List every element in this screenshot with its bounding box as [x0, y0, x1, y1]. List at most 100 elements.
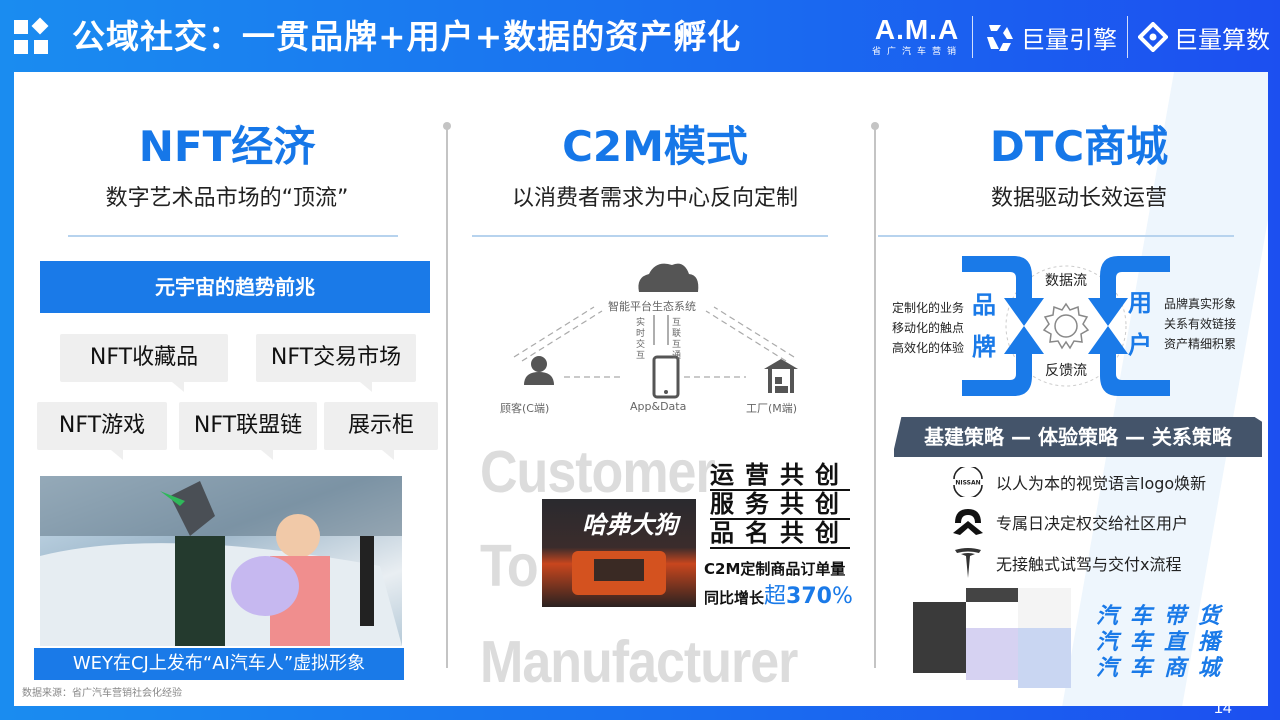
- brand-logos: A.M.A 省广汽车营销 巨量引擎 巨量算数: [872, 12, 1270, 62]
- factory-icon: [764, 359, 798, 393]
- c2m-flow-diagram: [513, 263, 798, 399]
- ocean-engine-icon: [987, 25, 1014, 51]
- cloud-icon: [638, 263, 699, 292]
- divider-dot: [443, 122, 451, 130]
- realtime-interaction-label: 实时交互: [636, 318, 646, 361]
- tesla-logo-icon: [948, 546, 988, 580]
- operation-cocreation: 运营共创: [710, 461, 850, 491]
- user-attribute: 资产精细积累: [1164, 337, 1237, 351]
- tesla-row-text: 无接触式试驾与交付x流程: [996, 555, 1182, 574]
- brand-user-flow-diagram: [962, 256, 1170, 396]
- app-screenshots: [913, 588, 1072, 688]
- c2m-stat-line1: C2M定制商品订单量: [704, 560, 846, 578]
- user-attribute: 关系有效链接: [1164, 317, 1237, 331]
- wey-photo-caption: WEY在CJ上发布“AI汽车人”虚拟形象: [34, 648, 404, 680]
- customer-label: 顾客(C端): [500, 402, 550, 415]
- car-image-title: 哈弗大狗: [582, 511, 678, 539]
- c2m-stat-line2: 同比增长超370%: [704, 578, 853, 610]
- brand-char-2: 牌: [972, 333, 996, 361]
- dtc-subtitle: 数据驱动长效运营: [990, 186, 1167, 211]
- nio-logo-icon: [948, 507, 988, 537]
- divider-dot: [871, 122, 879, 130]
- nft-consortium-chain-bubble: NFT联盟链: [179, 402, 317, 460]
- tesla-row: 无接触式试驾与交付x流程: [948, 546, 1181, 580]
- nissan-row-text: 以人为本的视觉语言logo焕新: [996, 474, 1207, 493]
- ocean-data-logo: 巨量算数: [1138, 20, 1270, 55]
- ama-logo-subtext: 省广汽车营销: [872, 47, 963, 57]
- c2m-subtitle: 以消费者需求为中心反向定制: [511, 186, 798, 211]
- ocean-engine-text: 巨量引擎: [1021, 25, 1118, 54]
- user-char-1: 用: [1128, 289, 1152, 317]
- user-attributes-list: 品牌真实形象 关系有效链接 资产精细积累: [1164, 294, 1236, 354]
- slide-title: 公域社交：一贯品牌+用户+数据的资产孵化: [72, 17, 742, 56]
- nft-subtitle: 数字艺术品市场的“顶流”: [105, 186, 349, 211]
- ocean-data-text: 巨量算数: [1174, 25, 1271, 54]
- brand-attributes-list: 定制化的业务 移动化的触点 高效化的体验: [892, 298, 964, 358]
- divider: [1127, 16, 1129, 58]
- slide-header: 公域社交：一贯品牌+用户+数据的资产孵化 A.M.A 省广汽车营销 巨量引擎 巨…: [0, 0, 1280, 74]
- stat-chao: 超: [764, 584, 787, 609]
- nft-marketplace-bubble: NFT交易市场: [256, 334, 416, 392]
- app-data-label: App&Data: [630, 400, 687, 413]
- c2m-underline: [472, 235, 828, 237]
- app-screenshot-1: [913, 588, 966, 688]
- car-mall-line: 汽车商城: [1096, 656, 1233, 681]
- grid-logo-icon: [14, 17, 49, 54]
- user-attribute: 品牌真实形象: [1164, 297, 1237, 311]
- nissan-logo-icon: NISSAN: [948, 467, 988, 497]
- haval-dargo-car-image: 哈弗大狗: [542, 499, 696, 607]
- smartphone-icon: [652, 355, 680, 399]
- platform-ecosystem-label: 智能平台生态系统: [608, 300, 696, 313]
- brand-attribute: 定制化的业务: [892, 301, 965, 315]
- nft-underline: [68, 235, 398, 237]
- page-number: 14: [1214, 700, 1232, 717]
- nft-collectibles-bubble: NFT收藏品: [60, 334, 228, 392]
- car-commerce-line: 汽车带货: [1096, 604, 1233, 629]
- brand-attribute: 高效化的体验: [892, 341, 965, 355]
- app-screenshot-2: [965, 588, 1019, 688]
- nio-row-text: 专属日决定权交给社区用户: [996, 514, 1189, 533]
- feedback-flow-label: 反馈流: [1045, 363, 1087, 379]
- factory-label: 工厂(M端): [746, 402, 798, 415]
- ghost-word-customer: Customer: [480, 439, 716, 506]
- stat-prefix: 同比增长: [704, 589, 765, 607]
- showcase-bubble: 展示柜: [324, 402, 438, 460]
- gear-icon: [1042, 302, 1090, 350]
- car-grille-shape: [594, 559, 644, 581]
- stat-value: 370: [786, 584, 832, 609]
- ghost-word-to: To: [480, 533, 539, 600]
- nio-row: 专属日决定权交给社区用户: [948, 507, 1188, 537]
- dtc-underline: [878, 235, 1234, 237]
- dtc-title: DTC商城: [989, 122, 1169, 171]
- service-cocreation: 服务共创: [710, 490, 850, 520]
- divider: [972, 16, 974, 58]
- ocean-engine-logo: 巨量引擎: [983, 20, 1117, 55]
- content-panel: NFT经济 数字艺术品市场的“顶流” 元宇宙的趋势前兆 NFT收藏品 NFT交易…: [14, 72, 1268, 706]
- brand-attribute: 移动化的触点: [892, 321, 965, 335]
- nissan-row: NISSAN 以人为本的视觉语言logo焕新: [948, 467, 1206, 497]
- ama-logo: A.M.A 省广汽车营销: [872, 16, 962, 58]
- metaverse-trend-bar: 元宇宙的趋势前兆: [40, 261, 430, 313]
- column-divider: [874, 128, 876, 668]
- wey-photo-illustration: [40, 476, 402, 646]
- brand-char-1: 品: [972, 291, 996, 319]
- data-source-note: 数据来源：省广汽车营销社会化经验: [22, 688, 182, 699]
- data-flow-label: 数据流: [1045, 273, 1087, 289]
- nft-games-bubble: NFT游戏: [37, 402, 167, 460]
- svg-text:NISSAN: NISSAN: [955, 480, 980, 487]
- ocean-data-icon: [1138, 22, 1169, 52]
- strategy-bar: 基建策略 — 体验策略 — 关系策略: [894, 417, 1262, 457]
- wey-event-photo: [40, 476, 402, 646]
- naming-cocreation: 品名共创: [710, 519, 850, 549]
- interconnection-label: 互联互通: [672, 318, 682, 361]
- person-icon: [524, 356, 554, 385]
- stat-percent: %: [831, 584, 853, 609]
- car-livestream-line: 汽车直播: [1096, 630, 1233, 655]
- ama-logo-text: A.M.A: [874, 14, 960, 45]
- c2m-title: C2M模式: [562, 122, 748, 171]
- app-screenshot-3: [1018, 588, 1072, 688]
- ghost-word-manufacturer: Manufacturer: [480, 629, 798, 696]
- column-divider: [446, 128, 448, 668]
- user-char-2: 户: [1128, 331, 1152, 359]
- nft-title: NFT经济: [138, 122, 316, 171]
